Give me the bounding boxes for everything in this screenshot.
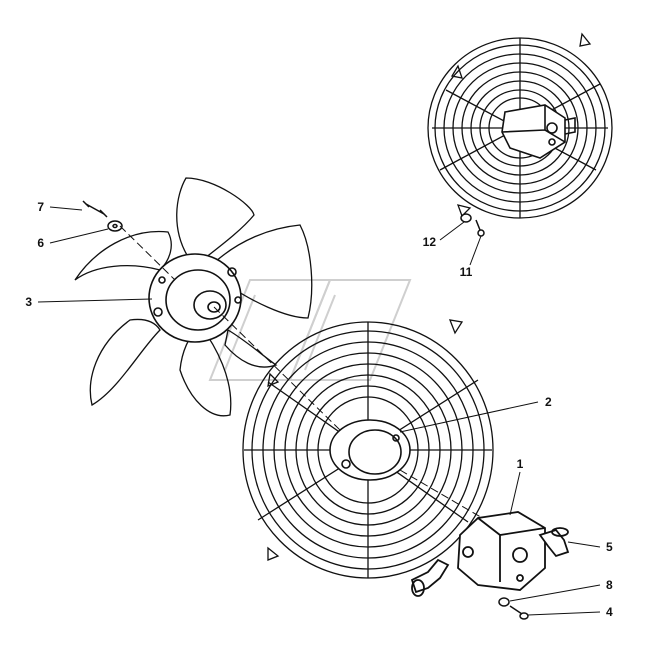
callout-7: 7 bbox=[37, 200, 44, 214]
callout-5: 5 bbox=[606, 540, 613, 554]
fan-hub bbox=[148, 253, 242, 343]
callout-12: 12 bbox=[423, 235, 437, 249]
washer-12 bbox=[460, 213, 472, 223]
bolt-7 bbox=[82, 200, 108, 218]
leader-lines bbox=[37, 206, 601, 616]
assembled-pump bbox=[501, 104, 576, 159]
bolt-11 bbox=[475, 219, 485, 237]
washer-6 bbox=[107, 220, 123, 232]
guard-mounting-plate bbox=[329, 419, 411, 481]
washer-8 bbox=[498, 597, 510, 607]
hydraulic-pump bbox=[457, 511, 546, 591]
callout-3: 3 bbox=[25, 295, 32, 309]
callout-4: 4 bbox=[606, 605, 613, 619]
bolt-4 bbox=[509, 605, 529, 620]
callout-11: 11 bbox=[460, 265, 473, 279]
callout-1: 1 bbox=[517, 457, 524, 471]
elbow-fitting-5 bbox=[538, 527, 570, 558]
fan-blades bbox=[74, 177, 313, 417]
callout-2: 2 bbox=[545, 395, 552, 409]
elbow-fitting-left bbox=[410, 558, 450, 597]
callout-6: 6 bbox=[37, 236, 44, 250]
callout-8: 8 bbox=[606, 578, 613, 592]
